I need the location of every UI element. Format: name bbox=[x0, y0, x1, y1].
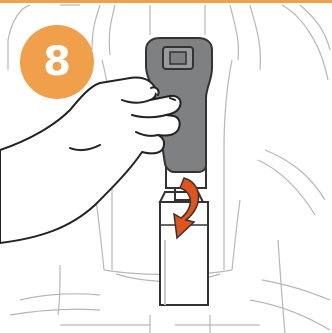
step-badge: 8 bbox=[20, 25, 94, 99]
buckle-receiver bbox=[160, 192, 208, 305]
step-number: 8 bbox=[43, 42, 71, 82]
hand bbox=[0, 77, 181, 243]
